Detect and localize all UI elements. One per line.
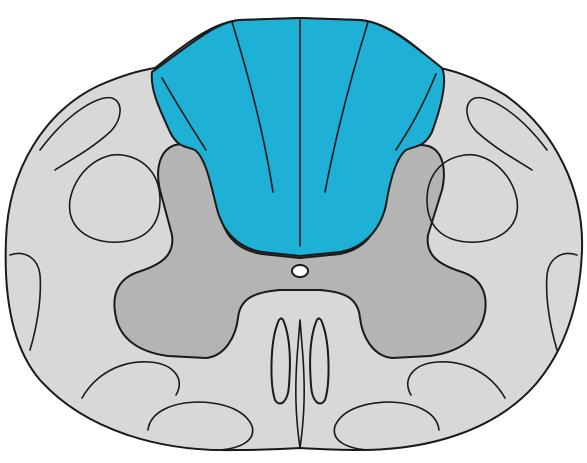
left-anterior-column-outline (271, 318, 289, 403)
central-canal (292, 265, 308, 277)
right-anterior-column-outline (310, 318, 328, 403)
